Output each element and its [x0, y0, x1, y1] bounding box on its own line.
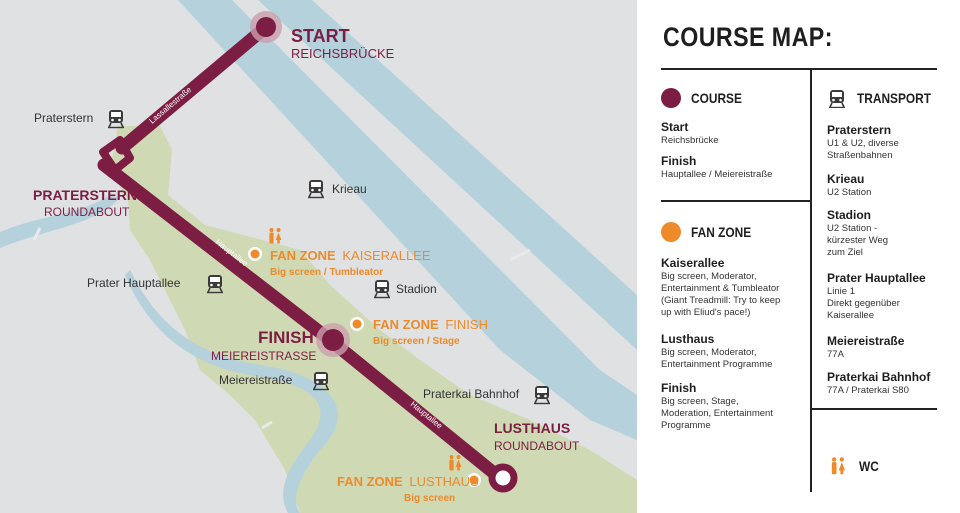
new-danube: [258, 0, 637, 350]
legend-transport-item: Praterkai Bahnhof 77A / Praterkai S80: [827, 370, 947, 397]
legend-item-desc: Big screen, Moderator, Entertainment Pro…: [661, 347, 773, 370]
legend-transport-label: TRANSPORT: [857, 90, 932, 106]
legend-item-desc: 77A: [827, 349, 844, 360]
legend-item-desc: Big screen, Stage, Moderation, Entertain…: [661, 396, 773, 431]
legend-item-title: Kaiserallee: [661, 256, 725, 270]
legend-transport-item: Praterstern U1 & U2, diverse Straßenbahn…: [827, 123, 947, 162]
legend-transport-item: Meiereistraße 77A: [827, 334, 947, 361]
legend-divider-vertical: [810, 68, 812, 492]
map: Lassallestraße Hauptallee Hauptallee STA…: [0, 0, 637, 513]
legend-item-desc: Big screen, Moderator, Entertainment & T…: [661, 271, 781, 318]
fanzone-finish-label: FAN ZONE FINISH: [373, 317, 488, 332]
legend-wc-label: WC: [859, 458, 879, 474]
legend-item-desc: U1 & U2, diverse Straßenbahnen: [827, 138, 899, 161]
station-praterkai: Praterkai Bahnhof: [423, 385, 551, 405]
legend-item-desc: Linie 1 Direkt gegenüber Kaiserallee: [827, 286, 900, 321]
lusthaus-roundabout-title: LUSTHAUS: [494, 420, 570, 436]
lusthaus-roundabout-marker: [488, 463, 518, 493]
legend-divider-transport: [810, 408, 937, 410]
station-label-meiereistrasse: Meiereistraße: [219, 373, 293, 387]
start-marker: [256, 17, 276, 37]
finish-marker: [322, 329, 344, 351]
station-label-prater-hauptallee: Prater Hauptallee: [87, 276, 181, 290]
legend-item-title: Praterstern: [827, 123, 892, 137]
legend-item-title: Prater Hauptallee: [827, 271, 926, 285]
fanzone-lusthaus-sub: Big screen: [404, 493, 455, 504]
legend-course-item: Start Reichsbrücke: [661, 120, 811, 147]
fan-zone-dot-icon: [250, 249, 260, 259]
station-label-stadion: Stadion: [396, 282, 437, 296]
legend-course-label: COURSE: [691, 90, 742, 106]
legend-course-heading: COURSE: [661, 88, 751, 108]
legend-panel: COURSE MAP: COURSE Start Reichsbrücke Fi…: [637, 0, 960, 513]
station-praterstern: Praterstern: [34, 109, 125, 129]
legend-fanzone-label: FAN ZONE: [691, 224, 752, 240]
station-label-praterstern: Praterstern: [34, 111, 93, 125]
legend-course-item: Finish Hauptallee / Meiereistraße: [661, 154, 811, 181]
station-label-krieau: Krieau: [332, 182, 367, 196]
fanzone-finish-sub: Big screen / Stage: [373, 336, 460, 347]
start-subtitle: REICHSBRÜCKE: [291, 46, 395, 61]
fan-zone-dot-icon: [661, 222, 681, 242]
legend-fanzone-item: Finish Big screen, Stage, Moderation, En…: [661, 381, 811, 432]
fanzone-kaiserallee-sub: Big screen / Tumbleator: [270, 267, 383, 278]
fan-zone-dot-icon: [352, 319, 362, 329]
train-icon: [828, 89, 846, 108]
legend-fanzone-item: Lusthaus Big screen, Moderator, Entertai…: [661, 332, 811, 371]
legend-transport-heading: TRANSPORT: [827, 88, 944, 108]
legend-title: COURSE MAP:: [663, 22, 833, 52]
prater-park-area: [110, 126, 637, 513]
station-stadion: Stadion: [373, 279, 437, 299]
legend-item-desc: Reichsbrücke: [661, 135, 719, 146]
legend-item-desc: U2 Station - kürzester Weg zum Ziel: [827, 223, 889, 258]
station-meiereistrasse: Meiereistraße: [219, 371, 330, 391]
legend-item-title: Stadion: [827, 208, 871, 222]
fanzone-kaiserallee-label: FAN ZONE KAISERALLEE: [270, 248, 431, 263]
course-dot-icon: [661, 88, 681, 108]
station-label-praterkai: Praterkai Bahnhof: [423, 387, 520, 401]
side-channel: [0, 195, 120, 248]
legend-transport-item: Prater Hauptallee Linie 1 Direkt gegenüb…: [827, 271, 947, 322]
finish-title: FINISH: [258, 328, 314, 347]
fanzone-lusthaus: FAN ZONE LUSTHAUS Big screen: [337, 455, 481, 504]
legend-item-desc: Hauptallee / Meiereistraße: [661, 169, 773, 180]
station-krieau: Krieau: [307, 179, 367, 199]
praterstern-roundabout: [99, 136, 134, 174]
legend-fanzone-heading: FAN ZONE: [661, 222, 762, 242]
fanzone-finish: FAN ZONE FINISH Big screen / Stage: [350, 317, 488, 347]
legend-item-title: Krieau: [827, 172, 865, 186]
station-prater-hauptallee: Prater Hauptallee: [87, 274, 224, 294]
start-title: START: [291, 26, 350, 46]
legend-item-desc: 77A / Praterkai S80: [827, 385, 909, 396]
fanzone-kaiserallee: FAN ZONE KAISERALLEE Big screen / Tumble…: [248, 228, 431, 278]
legend-item-title: Finish: [661, 154, 697, 168]
legend-divider-course: [661, 200, 810, 202]
praterstern-roundabout-subtitle: ROUNDABOUT: [44, 205, 130, 219]
legend-item-title: Meiereistraße: [827, 334, 905, 348]
legend-item-title: Start: [661, 120, 689, 134]
legend-item-desc: U2 Station: [827, 187, 872, 198]
legend-item-title: Lusthaus: [661, 332, 715, 346]
lusthaus-roundabout-subtitle: ROUNDABOUT: [494, 439, 580, 453]
legend-item-title: Praterkai Bahnhof: [827, 370, 931, 384]
fanzone-lusthaus-label: FAN ZONE LUSTHAUS: [337, 474, 479, 489]
legend-wc-heading: WC: [827, 455, 882, 477]
legend-transport-item: Krieau U2 Station: [827, 172, 947, 199]
legend-fanzone-item: Kaiserallee Big screen, Moderator, Enter…: [661, 256, 811, 319]
praterstern-roundabout-title: PRATERSTERN: [33, 187, 137, 203]
legend-transport-item: Stadion U2 Station - kürzester Weg zum Z…: [827, 208, 947, 259]
fan-zone-dot-icon: [469, 475, 479, 485]
legend-item-title: Finish: [661, 381, 697, 395]
danube-river: [178, 0, 637, 440]
wc-icon: [831, 457, 846, 475]
legend-divider-top: [661, 68, 937, 70]
finish-subtitle: MEIEREISTRASSE: [211, 349, 316, 363]
